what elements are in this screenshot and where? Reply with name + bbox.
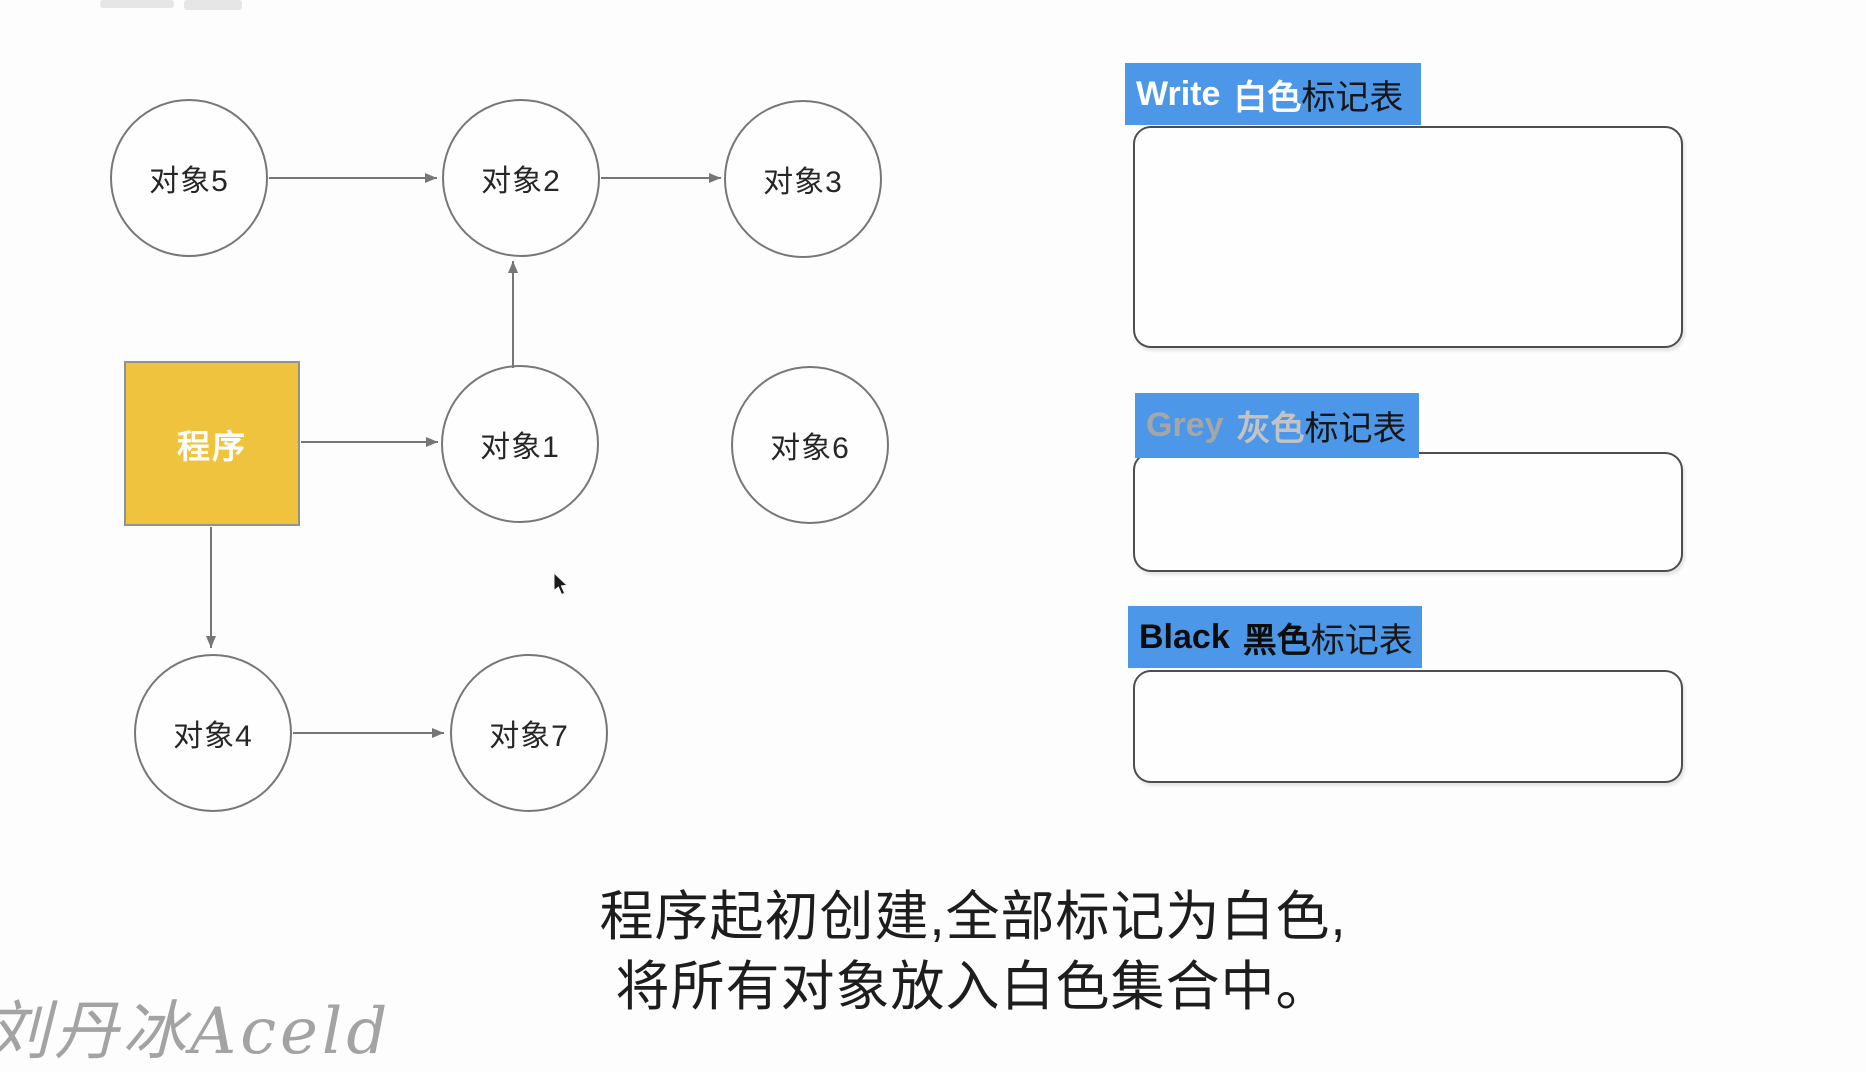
cropped-top-watermark-fragment <box>184 0 242 10</box>
node-label: 对象3 <box>763 166 843 199</box>
author-watermark: 刘丹冰Aceld <box>0 995 392 1069</box>
label-suffix: 标记表 <box>1301 78 1404 117</box>
node-object5: 对象5 <box>110 99 268 257</box>
node-object2: 对象2 <box>442 99 600 257</box>
node-object1: 对象1 <box>441 365 599 523</box>
node-label: 对象6 <box>770 432 850 465</box>
label-word-cn: 白色 <box>1233 78 1302 117</box>
label-word-cn: 黑色 <box>1242 621 1311 660</box>
node-label: 对象4 <box>173 720 253 753</box>
node-object6: 对象6 <box>731 366 889 524</box>
node-label: 程序 <box>177 427 247 465</box>
cropped-top-watermark-fragment <box>100 0 174 8</box>
black-mark-table-box <box>1133 670 1683 783</box>
label-word-en: Grey <box>1146 406 1224 444</box>
node-label: 对象5 <box>149 165 229 198</box>
caption-line1: 程序起初创建,全部标记为白色, <box>599 887 1347 947</box>
node-label: 对象7 <box>489 720 569 753</box>
caption-line2: 将所有对象放入白色集合中。 <box>615 957 1331 1017</box>
grey-mark-table-box <box>1133 452 1683 572</box>
node-label: 对象1 <box>480 431 560 464</box>
label-suffix: 标记表 <box>1310 621 1413 660</box>
caption-text: 程序起初创建,全部标记为白色, 将所有对象放入白色集合中。 <box>563 882 1383 1022</box>
label-word-en: Black <box>1139 617 1230 656</box>
grey-mark-table-label: Grey 灰色标记表 <box>1135 393 1419 458</box>
node-program: 程序 <box>124 361 300 526</box>
label-word-cn: 灰色 <box>1236 410 1305 448</box>
label-suffix: 标记表 <box>1304 410 1407 448</box>
node-object4: 对象4 <box>134 654 292 812</box>
white-mark-table-label: Write 白色标记表 <box>1125 63 1421 125</box>
mouse-cursor-icon <box>553 572 569 596</box>
label-word-en: Write <box>1136 74 1221 113</box>
black-mark-table-label: Black 黑色标记表 <box>1128 606 1422 668</box>
node-label: 对象2 <box>481 165 561 198</box>
white-mark-table-box <box>1133 126 1683 348</box>
node-object7: 对象7 <box>450 654 608 812</box>
node-object3: 对象3 <box>724 100 882 258</box>
